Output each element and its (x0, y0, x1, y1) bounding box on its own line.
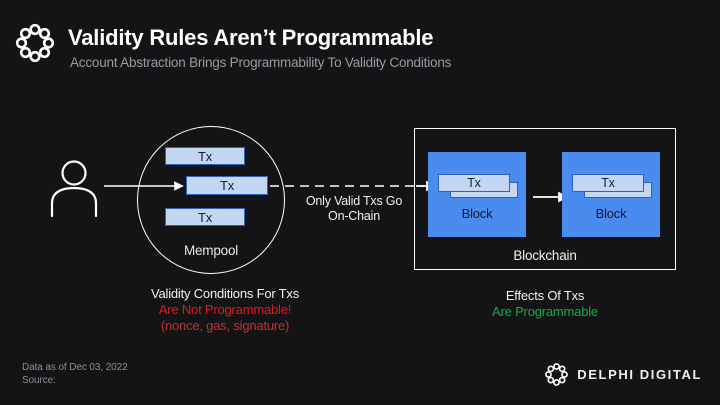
left-caption-line-2: Are Not Programmable! (158, 302, 292, 317)
delphi-ring-icon (14, 22, 56, 64)
blockchain-frame (414, 128, 676, 270)
right-caption-line-2: Are Programmable (492, 304, 598, 319)
only-valid-txs-line-1: Only Valid Txs Go (305, 194, 403, 208)
block-1: Tx Block (428, 152, 526, 237)
right-caption: Effects Of Txs Are Programmable (420, 288, 670, 320)
only-valid-txs-caption: Only Valid Txs Go On-Chain (294, 194, 414, 224)
mempool-label: Mempool (183, 243, 239, 258)
user-icon (46, 158, 102, 218)
mempool-tx-2: Tx (186, 176, 268, 195)
left-caption-line-3: (nonce, gas, signature) (160, 318, 290, 333)
block-2-label: Block (595, 206, 627, 221)
footer-data-as-of: Data as of Dec 03, 2022 (22, 362, 128, 373)
only-valid-txs-line-2: On-Chain (328, 209, 380, 223)
delphi-ring-icon (544, 362, 569, 387)
block-2: Tx Block (562, 152, 660, 237)
blockchain-label: Blockchain (513, 248, 577, 263)
block-1-tx-card-front: Tx (438, 174, 510, 192)
footer-brand-label: DELPHI DIGITAL (577, 367, 702, 382)
block-2-tx-card-front: Tx (572, 174, 644, 192)
right-caption-line-1: Effects Of Txs (505, 288, 585, 303)
footer-brand: DELPHI DIGITAL (544, 362, 702, 387)
footer-meta: Data as of Dec 03, 2022 Source: (22, 361, 128, 387)
left-caption: Validity Conditions For Txs Are Not Prog… (85, 286, 365, 334)
footer-source: Source: (22, 375, 56, 386)
left-caption-line-1: Validity Conditions For Txs (150, 286, 299, 301)
mempool-circle (137, 126, 285, 274)
page-title: Validity Rules Aren’t Programmable (68, 25, 434, 50)
mempool-tx-1: Tx (165, 147, 245, 165)
page-subtitle: Account Abstraction Brings Programmabili… (70, 55, 452, 70)
mempool-tx-3: Tx (165, 208, 245, 226)
block-1-label: Block (461, 206, 493, 221)
